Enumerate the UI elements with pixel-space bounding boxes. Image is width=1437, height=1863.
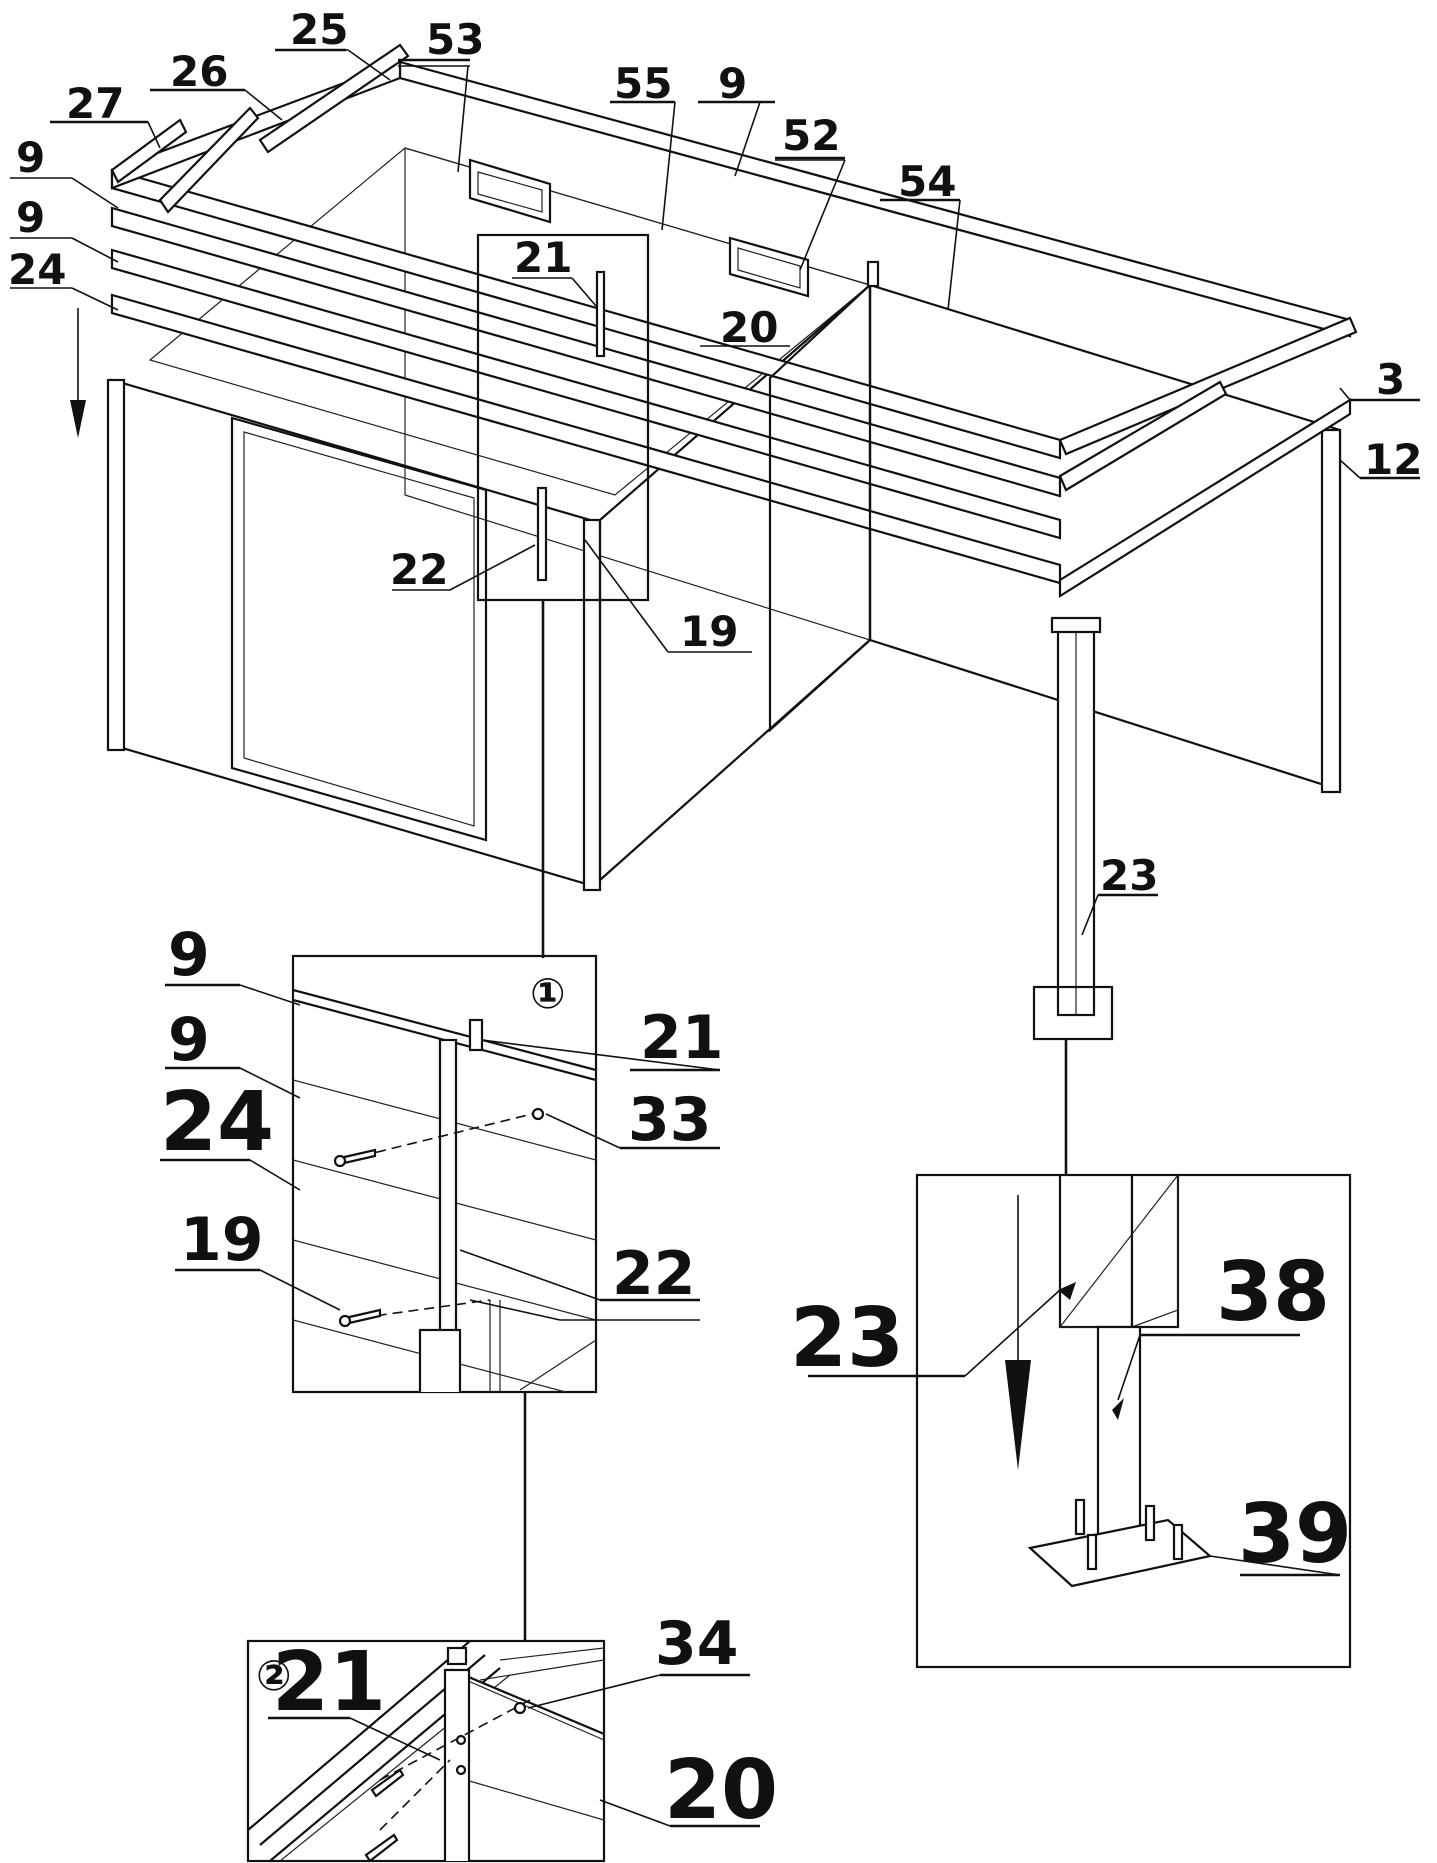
callout-d2-21: 21 (272, 1635, 386, 1730)
main-assembly-view (10, 43, 1420, 1178)
callout-d1-22: 22 (612, 1239, 696, 1309)
callout-d3-23: 23 (790, 1291, 904, 1386)
detail-3 (808, 1173, 1352, 1669)
screw-icon (338, 1308, 382, 1328)
callout-27: 27 (66, 79, 124, 128)
detail-marker-1: ① (530, 969, 566, 1018)
detail-marker-2: ② (256, 1651, 292, 1700)
bracket-21 (595, 270, 606, 358)
callout-d1-19: 19 (180, 1205, 264, 1275)
rafter-27 (110, 118, 188, 184)
callout-26: 26 (170, 47, 228, 96)
beam-right-3 (1058, 398, 1352, 598)
callout-22: 22 (390, 545, 448, 594)
partition-20 (768, 282, 872, 733)
rafter-right-b (1058, 380, 1228, 492)
back-wall (404, 147, 871, 641)
bracket-22 (536, 486, 548, 582)
corner-post-left (106, 378, 126, 752)
arrow-down-icon (1005, 1195, 1031, 1470)
callout-20: 20 (720, 303, 778, 352)
callout-d3-39: 39 (1238, 1487, 1352, 1582)
post-right-12 (1320, 428, 1342, 794)
front-wall-left (110, 378, 592, 887)
callout-9-b: 9 (16, 193, 45, 242)
detail-region-1 (476, 233, 650, 602)
callout-d1-24: 24 (160, 1075, 274, 1170)
callout-9-a: 9 (16, 133, 45, 182)
callout-9-top: 9 (718, 59, 747, 108)
detail-region-3 (1032, 985, 1114, 1041)
screw-icon (333, 1148, 377, 1168)
callout-d1-33: 33 (628, 1085, 712, 1155)
callout-3: 3 (1376, 355, 1405, 404)
callout-d3-38: 38 (1216, 1245, 1330, 1340)
door-opening (230, 416, 488, 842)
callout-21: 21 (514, 233, 572, 282)
corner-post-mid (582, 518, 602, 892)
screw-icon (531, 1107, 545, 1121)
post-23 (1032, 616, 1114, 1178)
callout-12: 12 (1364, 435, 1422, 484)
callout-24: 24 (8, 245, 66, 294)
callout-55: 55 (614, 59, 672, 108)
callout-d2-20: 20 (664, 1743, 778, 1838)
callout-53: 53 (426, 15, 484, 64)
rafter-25 (258, 43, 410, 154)
callout-52: 52 (782, 111, 840, 160)
callout-d1-9-b: 9 (168, 1005, 210, 1075)
arrow-down-icon (70, 308, 86, 438)
rafter-right-a (1058, 316, 1358, 456)
screw-icon (370, 1768, 405, 1798)
callout-19: 19 (680, 607, 738, 656)
callout-54: 54 (898, 157, 956, 206)
log-9-b (110, 206, 1062, 498)
vent-52 (728, 236, 810, 298)
wall-logs (110, 43, 1358, 598)
callout-23: 23 (1100, 851, 1158, 900)
screw-icon (513, 1701, 527, 1715)
screw-icon (364, 1833, 399, 1861)
callout-25: 25 (290, 5, 348, 54)
callout-labels: 25 53 26 27 55 9 52 9 54 9 24 21 20 3 12… (8, 5, 1422, 1838)
detail-2 (246, 1639, 760, 1863)
rafter-26 (158, 106, 260, 214)
door-interior (243, 431, 475, 827)
vent-53 (468, 158, 552, 224)
log-24 (110, 248, 1062, 540)
callout-d1-21: 21 (640, 1003, 724, 1073)
callout-d2-34: 34 (655, 1609, 739, 1679)
callout-d1-9-a: 9 (168, 920, 210, 990)
